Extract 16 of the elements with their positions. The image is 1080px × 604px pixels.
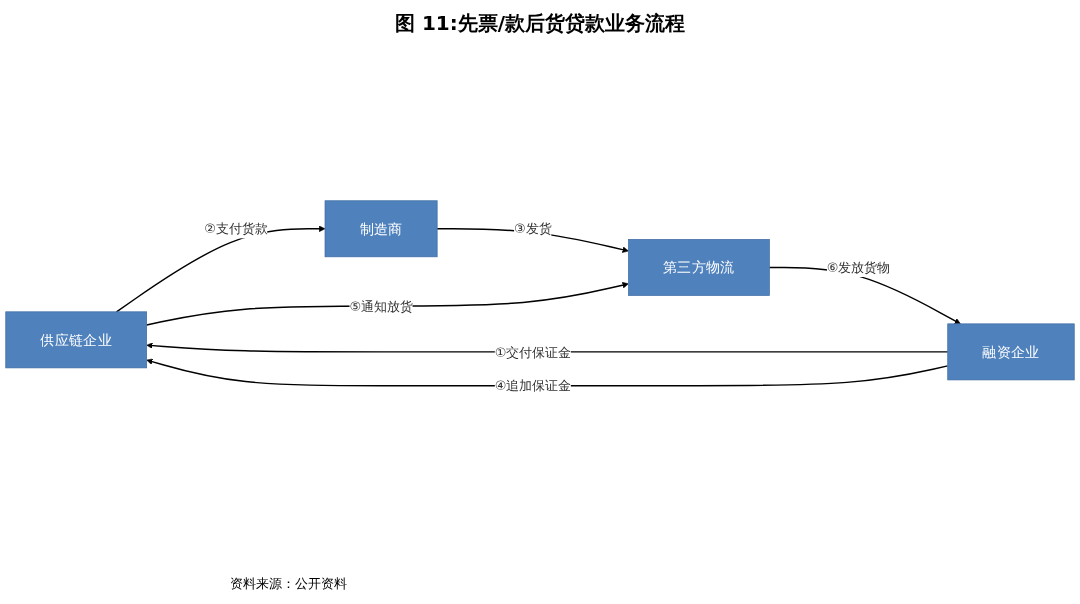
node-box: 供应链企业 [5,311,147,369]
edge-label: ⑥发放货物 [826,259,891,275]
source-caption: 资料来源：公开资料 [230,575,347,593]
edge-label: ⑤通知放货 [349,298,413,314]
edge-label: ①交付保证金 [494,344,571,360]
edge-label: ④追加保证金 [494,378,571,394]
edge-label: ③发货 [514,221,552,237]
arrow [115,225,326,313]
edge-label: ②支付货款 [204,221,268,237]
node-box: 第三方物流 [628,238,770,296]
arrow [146,342,949,353]
node-box: 融资企业 [947,323,1075,381]
arrow [146,358,949,387]
node-box: 制造商 [324,200,438,258]
diagram-title: 图 11:先票/款后货贷款业务流程 [393,10,687,37]
arrow [145,281,629,326]
